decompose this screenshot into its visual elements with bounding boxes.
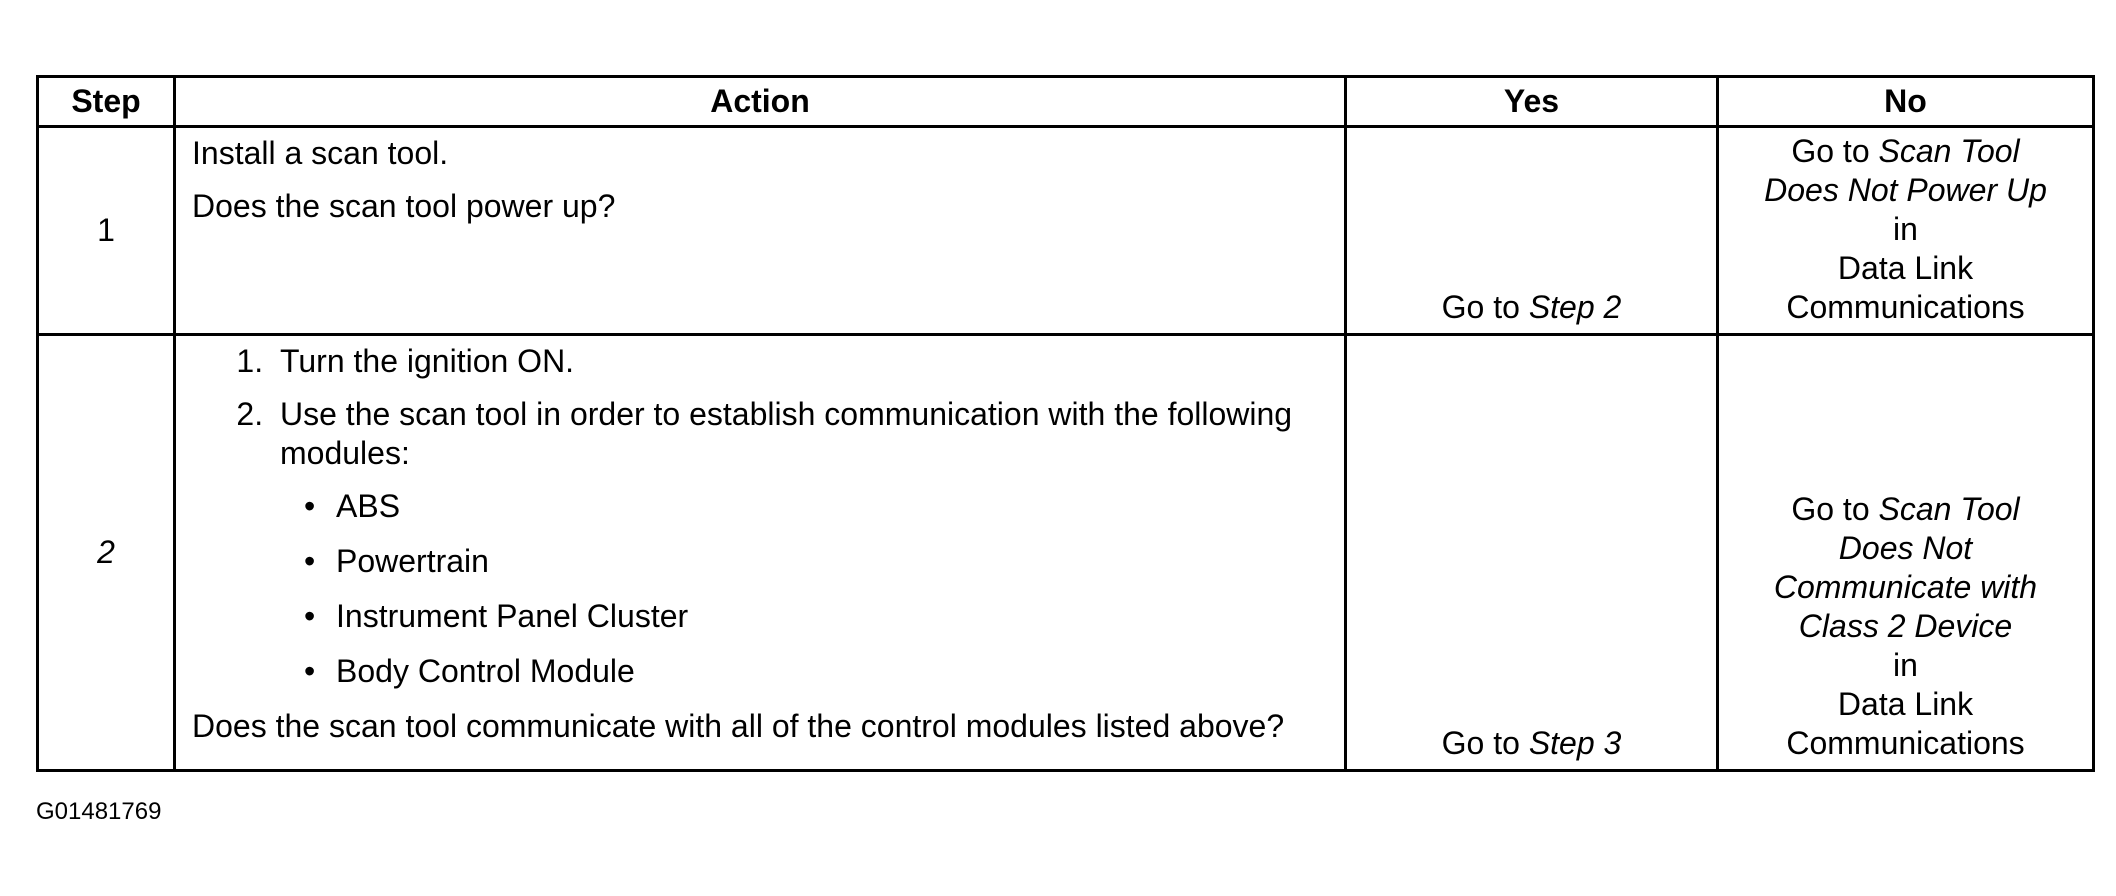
no-section: Data Link [1837, 686, 1974, 723]
no-cell: Go to Scan Tool Does Not Power Up in Dat… [1716, 124, 2095, 337]
action-cell: Install a scan tool. Does the scan tool … [173, 124, 1347, 337]
action-steps-list: Turn the ignition ON. Use the scan tool … [192, 342, 1330, 691]
no-prefix: Go to [1791, 490, 1879, 527]
module-list: ABS Powertrain Instrument Panel Cluster … [280, 487, 1330, 691]
yes-step-link[interactable]: Step 2 [1528, 289, 1622, 326]
diagnostic-table: Step Action Yes No 1 Install a scan tool… [36, 75, 2095, 773]
yes-prefix: Go to [1441, 725, 1529, 762]
header-yes: Yes [1344, 75, 1719, 128]
figure-id: G01481769 [36, 798, 162, 825]
no-target-link[interactable]: Communicate with [1773, 569, 2038, 605]
action-cell: Turn the ignition ON. Use the scan tool … [173, 333, 1347, 773]
step-number: 2 [36, 333, 176, 773]
action-step-text: Use the scan tool in order to establish … [280, 396, 1293, 472]
action-step: Use the scan tool in order to establish … [272, 395, 1330, 691]
module-item: Powertrain [304, 542, 1330, 581]
action-step: Turn the ignition ON. [272, 342, 1330, 381]
table-row-step-1: 1 Install a scan tool. Does the scan too… [36, 124, 2095, 337]
header-no: No [1716, 75, 2095, 128]
module-item: Instrument Panel Cluster [304, 597, 1330, 636]
action-line: Install a scan tool. [192, 135, 449, 171]
table-row-step-2: 2 Turn the ignition ON. Use the scan too… [36, 333, 2095, 773]
module-item: Body Control Module [304, 652, 1330, 691]
header-step: Step [36, 75, 176, 128]
no-target-link[interactable]: Scan Tool [1878, 490, 2020, 527]
no-target-link[interactable]: Does Not Power Up [1764, 172, 2047, 209]
yes-cell: Go to Step 2 [1344, 124, 1719, 337]
action-question: Does the scan tool communicate with all … [192, 708, 1285, 745]
module-item: ABS [304, 487, 1330, 526]
header-action: Action [173, 75, 1347, 128]
step-number: 1 [36, 124, 176, 337]
no-in-word: in [1893, 647, 1918, 684]
no-section: Data Link [1837, 250, 1974, 287]
yes-cell: Go to Step 3 [1344, 333, 1719, 773]
no-section: Communications [1786, 289, 2025, 326]
yes-prefix: Go to [1441, 289, 1529, 326]
yes-step-link[interactable]: Step 3 [1528, 725, 1622, 762]
no-target-link[interactable]: Scan Tool [1878, 133, 2020, 169]
no-target-link[interactable]: Class 2 Device [1798, 608, 2013, 645]
no-cell: Go to Scan Tool Does Not Communicate wit… [1716, 333, 2095, 773]
table-header-row: Step Action Yes No [36, 75, 2095, 128]
action-question: Does the scan tool power up? [192, 188, 616, 225]
no-target-link[interactable]: Does Not [1838, 529, 1973, 566]
no-in-word: in [1893, 211, 1918, 248]
no-section: Communications [1786, 725, 2025, 762]
no-prefix: Go to [1791, 133, 1879, 169]
